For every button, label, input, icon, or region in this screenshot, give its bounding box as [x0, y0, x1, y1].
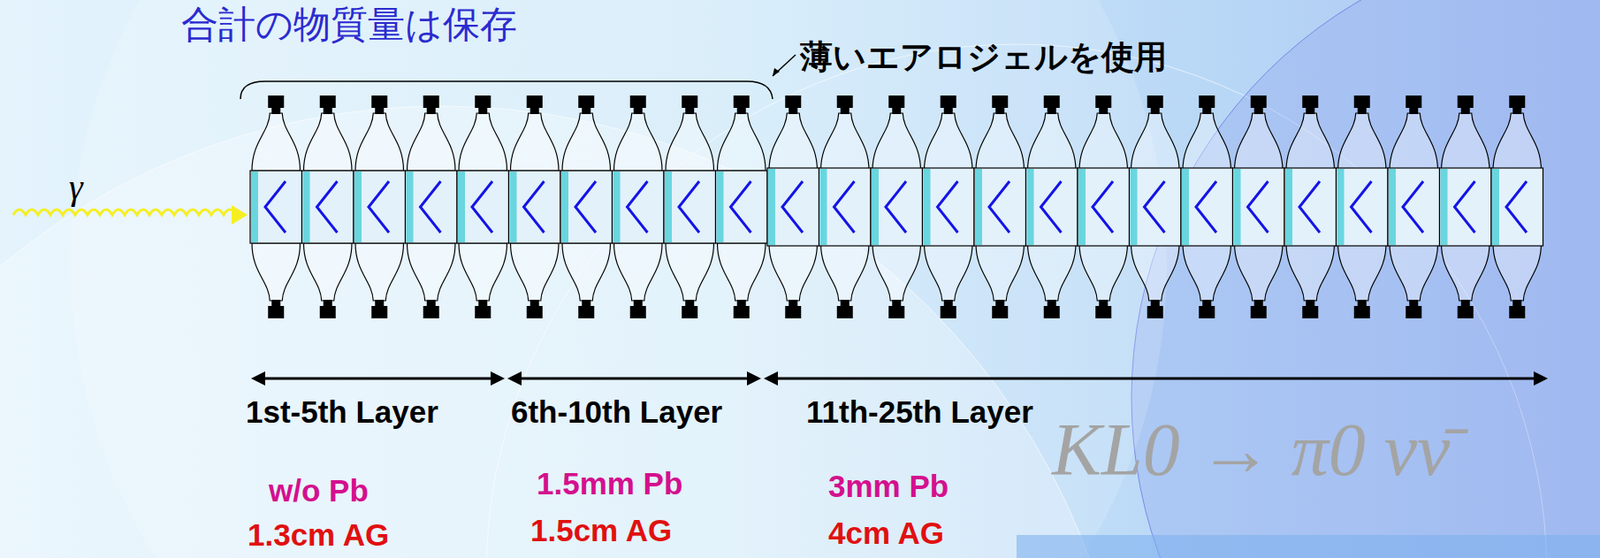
symbol-gamma: γ — [68, 166, 84, 208]
aerogel-spec: 1.3cm AG — [247, 517, 389, 553]
lead-spec: w/o Pb — [268, 472, 369, 509]
aerogel-spec: 4cm AG — [828, 515, 945, 551]
watermark: KL0 → π0 νν̄ — [1051, 406, 1450, 493]
layer-label: 6th-10th Layer — [510, 394, 723, 430]
lead-spec: 1.5mm Pb — [536, 465, 683, 502]
callout: 薄いエアロジェルを使用 — [800, 35, 1167, 80]
lead-spec: 3mm Pb — [828, 468, 949, 504]
layer-label: 1st-5th Layer — [245, 394, 439, 430]
layer-label: 11th-25th Layer — [806, 394, 1034, 430]
note: 合計の物質量は保存 — [181, 0, 518, 50]
aerogel-spec: 1.5cm AG — [530, 512, 672, 549]
